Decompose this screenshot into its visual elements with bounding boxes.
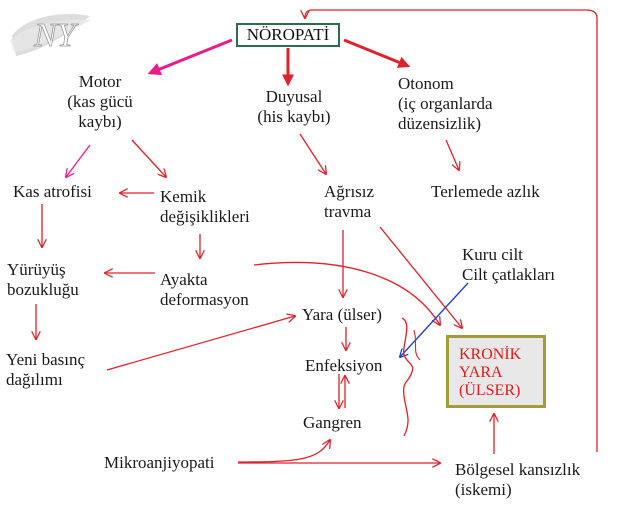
logo-text: NY: [33, 17, 79, 54]
node-terlemede: Terlemede azlık: [431, 182, 540, 201]
arrow-kuru-cilt-enfeksiyon: [400, 282, 469, 357]
node-motor: Motor (kas gücü kaybı): [67, 72, 133, 131]
node-yara: Yara (ülser): [302, 305, 382, 324]
node-enfeksiyon: Enfeksiyon: [305, 356, 383, 375]
arrow-noropati-motor: [147, 38, 233, 76]
arrow-otonom-terlemede: [445, 139, 459, 170]
arrow-duyusal-agrisiz: [299, 133, 326, 174]
node-gangren: Gangren: [303, 413, 362, 432]
node-agrisiz: Ağrısız travma: [324, 182, 375, 221]
ny-logo: NY: [10, 14, 92, 56]
node-yeni-basinc: Yeni basınç dağılımı: [6, 350, 86, 389]
noropati-title: NÖROPATİ: [236, 23, 340, 47]
arrow-yeni-basinc-yara: [106, 316, 295, 371]
arrow-motor-kemik: [131, 139, 166, 177]
arrow-ayakta-kronik: [253, 261, 440, 326]
arrow-noropati-otonom: [343, 38, 411, 68]
node-duyusal: Duyusal (his kaybı): [257, 87, 331, 126]
arrow-agrisiz-kronik: [379, 226, 462, 328]
node-kuru-cilt: Kuru cilt Cilt çatlakları: [462, 245, 555, 284]
node-bolgesel: Bölgesel kansızlık (iskemi): [455, 460, 581, 499]
node-mikroanjiyopati: Mikroanjiyopati: [104, 453, 215, 472]
node-kemik: Kemik değişiklikleri: [160, 187, 250, 226]
arrow-motor-kas-atrofisi: [66, 144, 91, 177]
node-otonom: Otonom (iç organlarda düzensizlik): [398, 74, 493, 133]
node-ayakta: Ayakta deformasyon: [160, 270, 249, 309]
bracket-enfeksiyon-gangren: [401, 317, 414, 437]
arrow-mikro-gangren: [237, 440, 330, 463]
node-yuruyus: Yürüyüş bozukluğu: [7, 260, 79, 299]
bracket-enfeksiyon-gangren-2: [413, 329, 421, 361]
arrow-bolgesel-noropati-loop: [305, 9, 598, 452]
node-kas-atrofisi: Kas atrofisi: [13, 182, 92, 201]
kronik-yara-box: KRONİK YARA (ÜLSER): [446, 335, 546, 408]
